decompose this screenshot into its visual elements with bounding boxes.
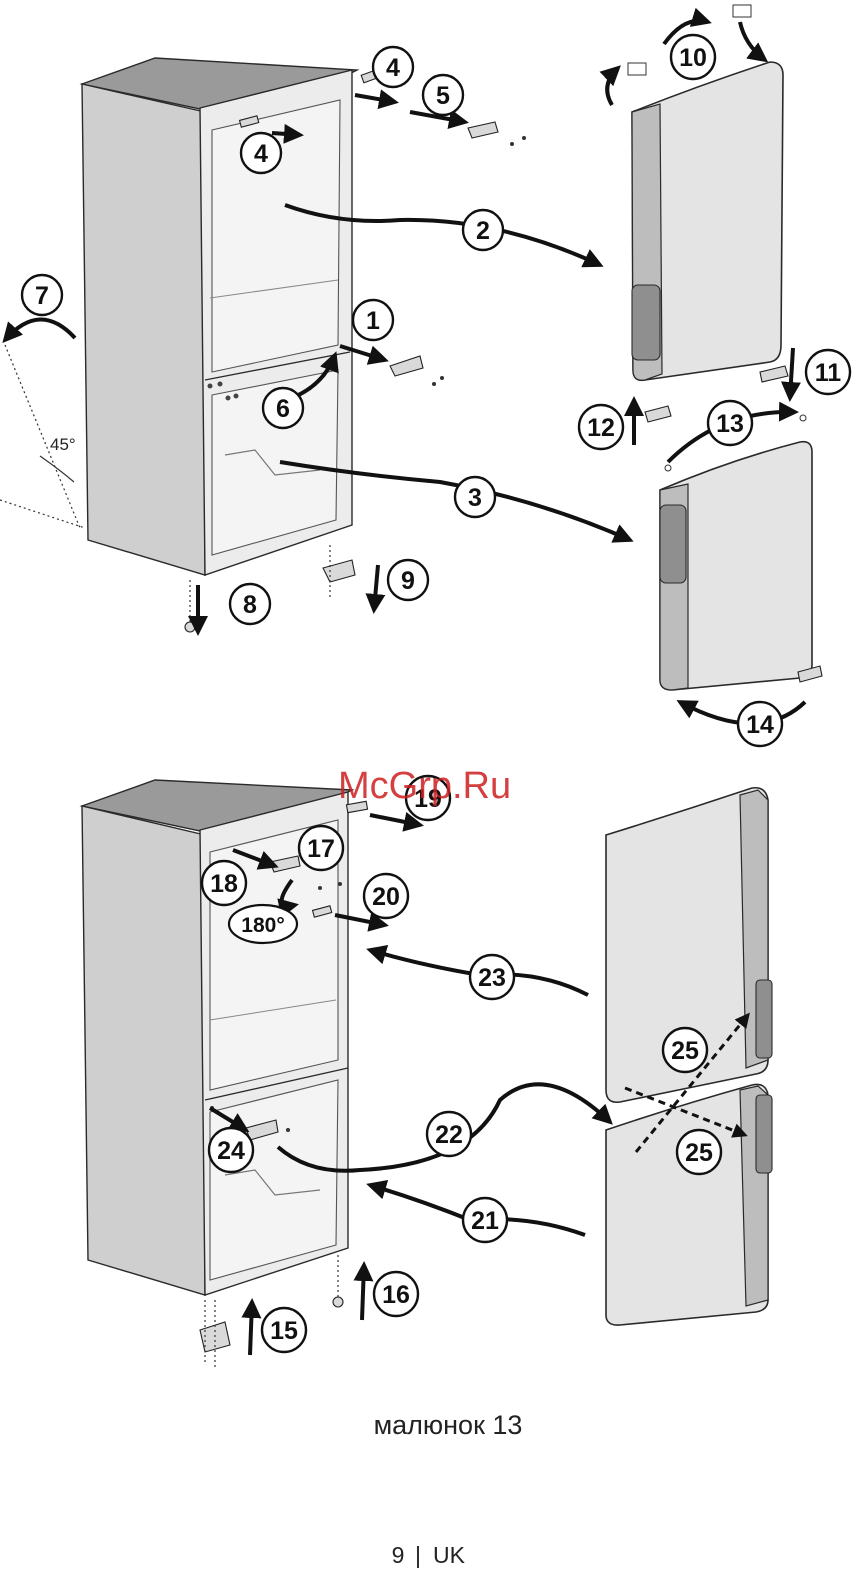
svg-text:21: 21 (471, 1207, 499, 1235)
callout-8: 8 (230, 584, 270, 624)
page-number: 9 (392, 1542, 405, 1568)
svg-text:18: 18 (210, 870, 238, 898)
callout-1: 1 (353, 300, 393, 340)
svg-text:180°: 180° (241, 914, 284, 937)
svg-text:22: 22 (435, 1121, 463, 1149)
callout-24: 24 (209, 1128, 253, 1172)
svg-text:25: 25 (671, 1037, 699, 1065)
callout-15: 15 (262, 1308, 306, 1352)
svg-text:10: 10 (679, 44, 707, 72)
callout-5: 5 (423, 75, 463, 115)
watermark: McGrp.Ru (338, 765, 511, 807)
footer-separator: | (415, 1542, 421, 1568)
door-handle-icon (632, 285, 660, 360)
callout-7: 7 (22, 275, 62, 315)
svg-text:15: 15 (270, 1317, 298, 1345)
callout-6: 6 (263, 388, 303, 428)
callout-2: 2 (463, 210, 503, 250)
callout-9: 9 (388, 560, 428, 600)
callout-14: 14 (738, 702, 782, 746)
callout-17: 17 (299, 826, 343, 870)
door-handle-icon-3 (756, 980, 772, 1058)
fridge-cabinet-top (82, 58, 357, 575)
svg-text:1: 1 (366, 307, 380, 335)
callout-11: 11 (806, 350, 850, 394)
callout-4b: 4 (241, 133, 281, 173)
svg-text:2: 2 (476, 217, 490, 245)
svg-text:4: 4 (254, 140, 268, 168)
svg-text:24: 24 (217, 1137, 245, 1165)
svg-text:6: 6 (276, 395, 290, 423)
svg-text:25: 25 (685, 1139, 713, 1167)
callout-12: 12 (579, 405, 623, 449)
footer-language: UK (433, 1542, 466, 1568)
page-footer: 9 | UK (392, 1542, 466, 1568)
svg-text:16: 16 (382, 1281, 410, 1309)
svg-text:9: 9 (401, 567, 415, 595)
svg-text:11: 11 (815, 359, 842, 387)
callout-3: 3 (455, 477, 495, 517)
callout-20: 20 (364, 874, 408, 918)
callout-13: 13 (708, 401, 752, 445)
figure-caption: малюнок 13 (374, 1410, 523, 1440)
lower-door-top-diagram (660, 442, 812, 690)
svg-text:7: 7 (35, 282, 49, 310)
bottom-diagram (82, 780, 772, 1370)
door-handle-icon-2 (660, 505, 686, 583)
callout-10: 10 (671, 35, 715, 79)
callout-25b: 25 (677, 1130, 721, 1174)
callout-23: 23 (470, 955, 514, 999)
rotation-label: 180° (229, 905, 297, 943)
svg-text:12: 12 (587, 414, 615, 442)
angle-label: 45° (50, 435, 76, 454)
svg-text:4: 4 (386, 54, 400, 82)
svg-text:5: 5 (436, 82, 450, 110)
top-diagram: 45° (0, 5, 822, 724)
callout-18: 18 (202, 861, 246, 905)
door-handle-icon-4 (756, 1095, 772, 1173)
svg-text:14: 14 (746, 711, 774, 739)
svg-text:17: 17 (307, 835, 335, 863)
callout-25a: 25 (663, 1028, 707, 1072)
svg-text:20: 20 (372, 883, 400, 911)
callout-4a: 4 (373, 47, 413, 87)
lower-door-bottom-diagram (606, 1084, 772, 1325)
callout-21: 21 (463, 1198, 507, 1242)
svg-text:8: 8 (243, 591, 257, 619)
callout-22: 22 (427, 1112, 471, 1156)
svg-text:23: 23 (478, 964, 506, 992)
tilt-angle-indicator: 45° (0, 319, 85, 528)
callout-16: 16 (374, 1272, 418, 1316)
svg-text:13: 13 (716, 410, 744, 438)
svg-text:3: 3 (468, 484, 482, 512)
